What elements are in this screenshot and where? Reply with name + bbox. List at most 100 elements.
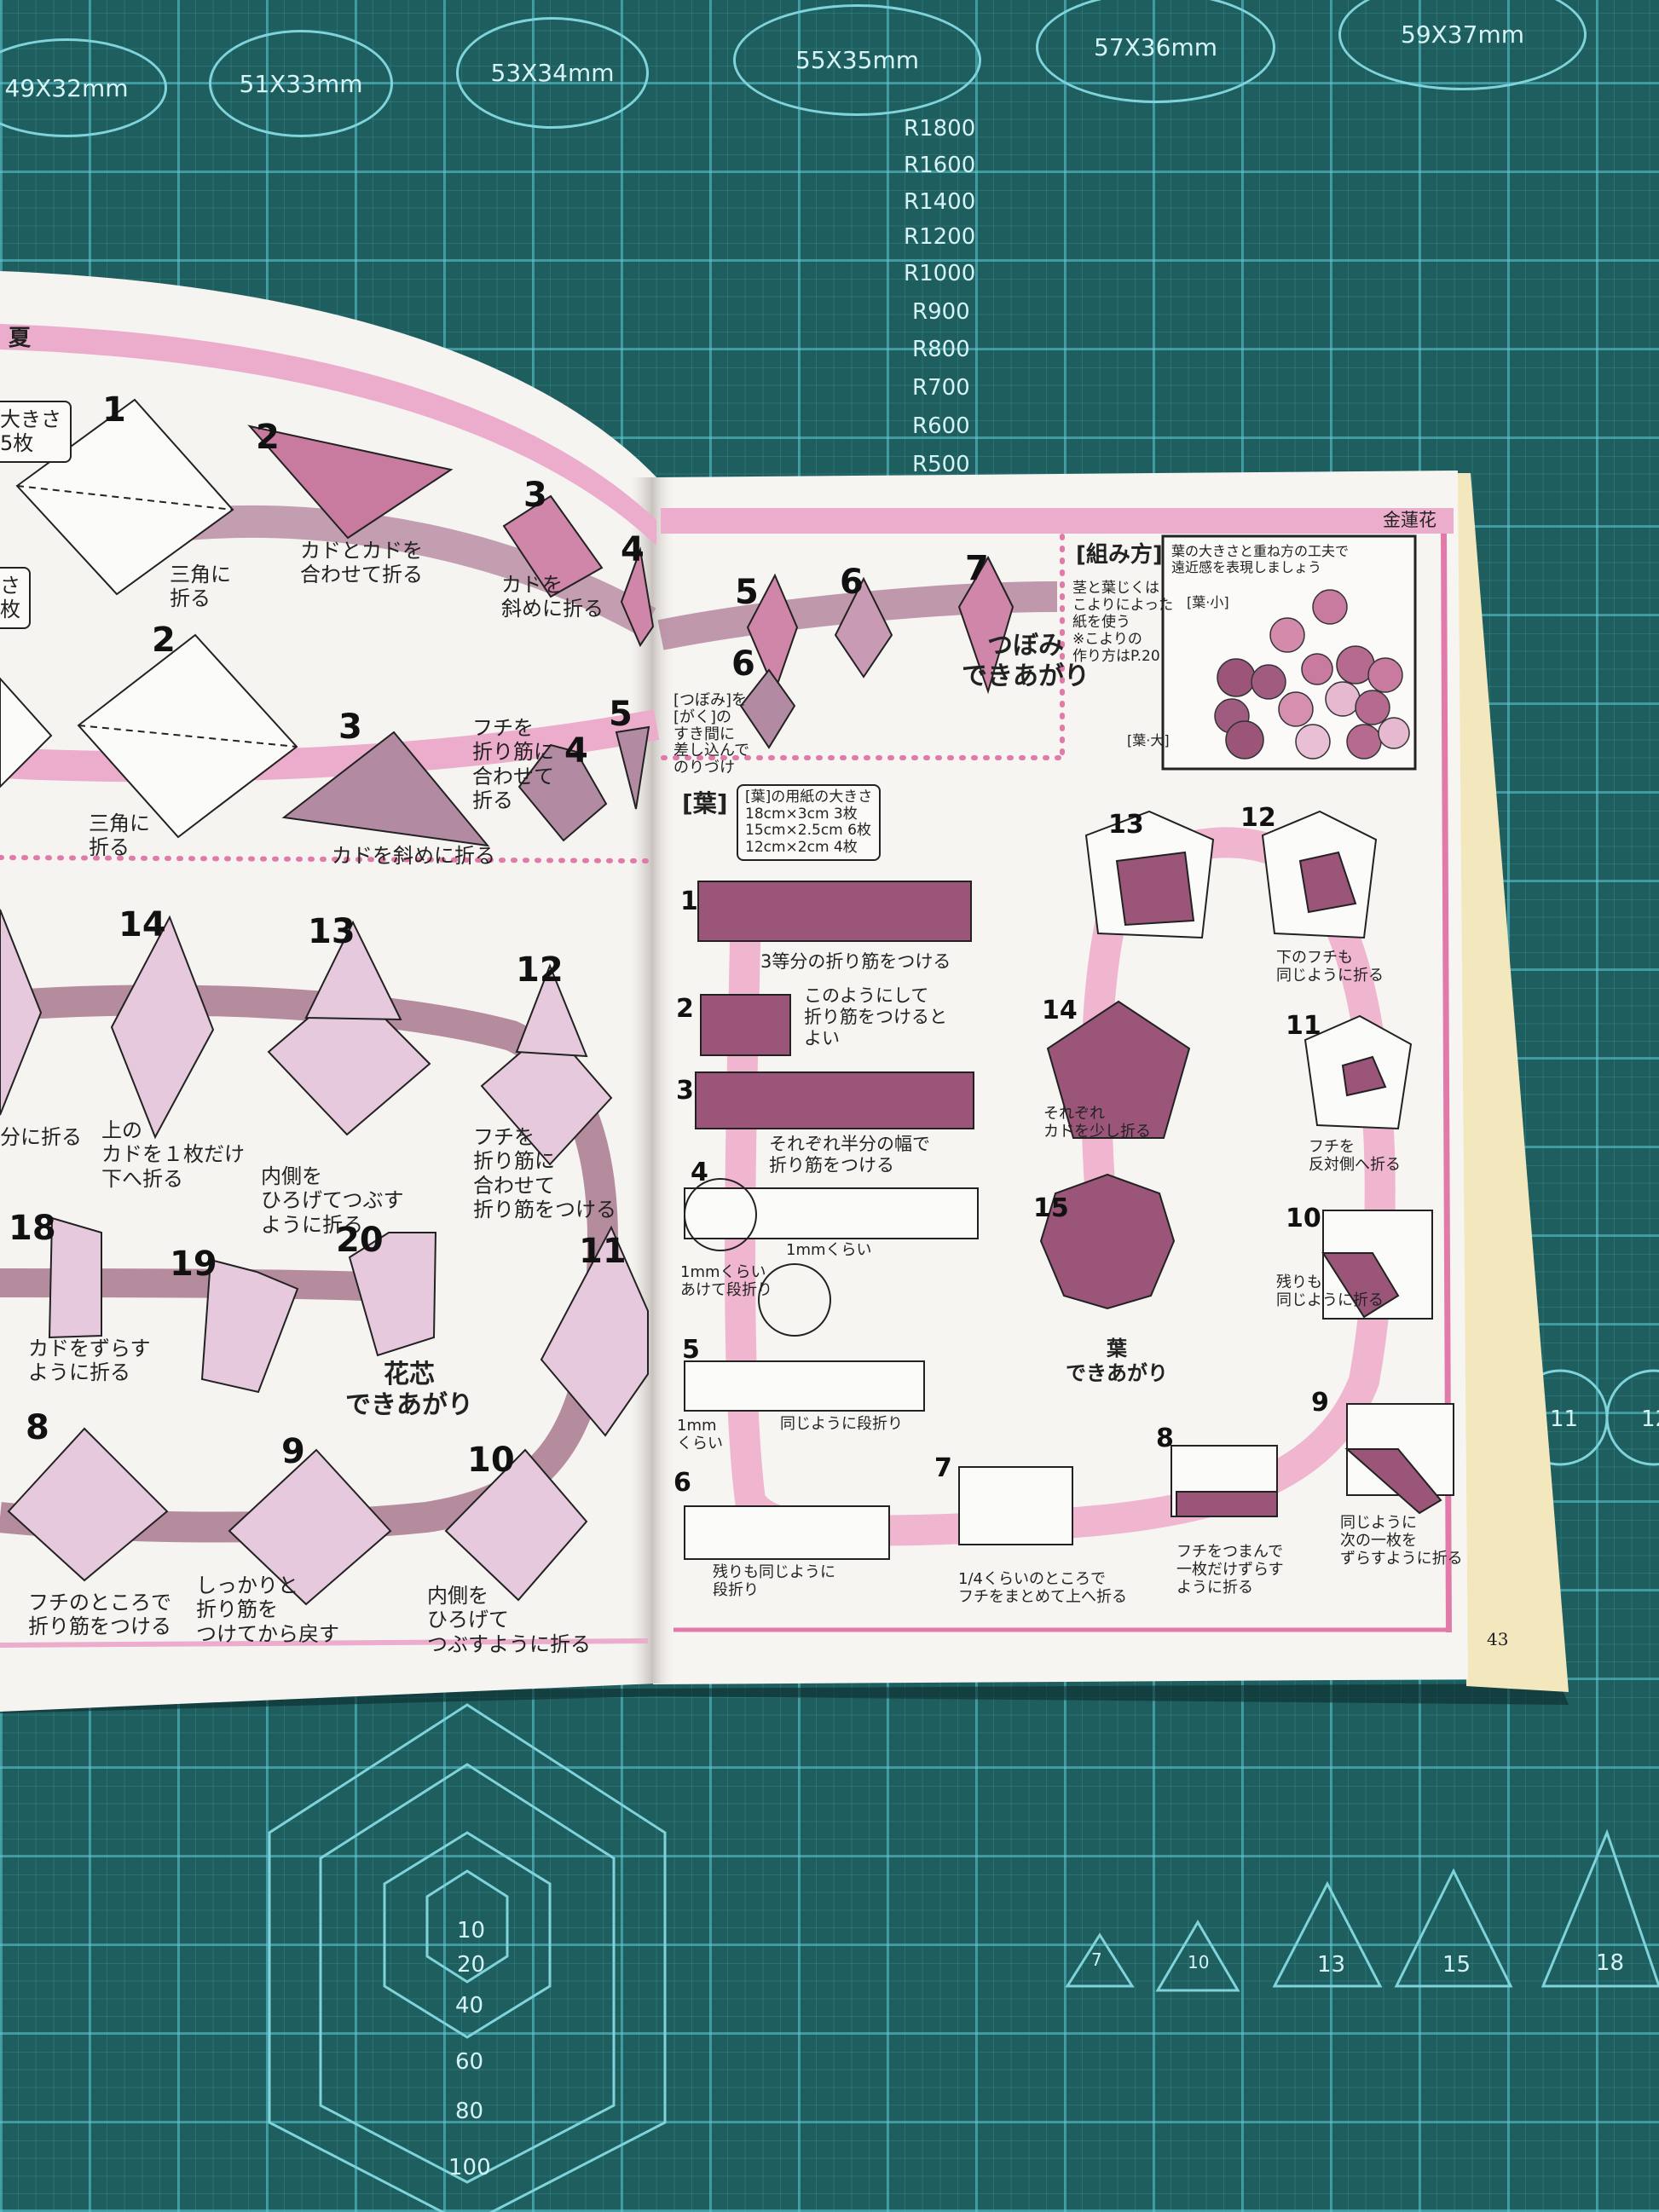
mat-triangle-label: 7: [1091, 1949, 1102, 1970]
step-detail: 1mm くらい: [677, 1417, 723, 1453]
dotted-divider: [0, 855, 650, 863]
mat-circle-label: 12: [1641, 1406, 1659, 1432]
mat-label: 51X33mm: [239, 69, 363, 98]
mat-radius-label: R1600: [904, 153, 976, 178]
mat-triangle-label: 10: [1188, 1952, 1210, 1972]
step-number: 1: [102, 390, 126, 430]
mat-size-oval: 53X34mm: [456, 17, 649, 129]
step-number: 2: [152, 621, 176, 660]
step-caption: 内側を ひろげて つぶすように折る: [427, 1584, 591, 1656]
bud-diagram: [957, 555, 1014, 695]
pleated-stack: [958, 1466, 1073, 1545]
mat-hexagon-label: 100: [448, 2155, 491, 2180]
mat-radius-label: R600: [912, 413, 970, 439]
step-number: 8: [1156, 1424, 1174, 1453]
step-number: 4: [621, 530, 645, 569]
step-number: 20: [336, 1221, 384, 1260]
leaf-strip: [697, 881, 972, 942]
step-number: 1: [680, 887, 698, 916]
step-number: 6: [731, 644, 755, 684]
paper-size-box: [葉]の用紙の大きさ 18cm×3cm 3枚 15cm×2.5cm 6枚 12c…: [737, 784, 882, 862]
diagram-preliminary-base: [502, 494, 604, 598]
mat-radius-label: R1400: [904, 189, 976, 215]
bud-diagram: [834, 576, 893, 679]
leaf-strip: [684, 1505, 890, 1560]
mat-hexagon: [268, 1703, 667, 2212]
step-caption: カドとカドを 合わせて折る: [300, 539, 423, 587]
mat-triangle-label: 15: [1442, 1952, 1471, 1978]
step-caption: このようにして 折り筋をつけると よい: [804, 985, 947, 1048]
paper-size-box: 大きさ 5枚: [0, 401, 72, 463]
step-caption: 三角に 折る: [89, 811, 150, 860]
step-number: 11: [1286, 1011, 1321, 1041]
step-caption: 1/4くらいのところで フチをまとめて上へ折る: [958, 1570, 1127, 1607]
diagram-fan: [200, 1258, 299, 1394]
diagram-step: [517, 743, 608, 842]
leaf-strip: [684, 1360, 925, 1412]
step-caption: 分に折る: [0, 1125, 82, 1149]
section-title: 金蓮花: [1383, 510, 1436, 530]
step-number: 10: [467, 1441, 515, 1480]
step-number: 12: [1240, 803, 1276, 833]
mat-triangle-label: 18: [1596, 1950, 1625, 1976]
step-caption: フチを 折り筋に 合わせて 折る: [472, 716, 554, 812]
mat-label: 59X37mm: [1401, 20, 1524, 49]
mat-circle-label: 11: [1550, 1406, 1579, 1432]
mat-label: 53X34mm: [490, 59, 615, 87]
page-edge: [1454, 473, 1569, 1692]
step-caption: 内側を ひろげてつぶす ように折る: [261, 1164, 404, 1237]
page-number: 43: [1487, 1629, 1509, 1649]
step-caption: カドを斜めに折る: [332, 844, 495, 868]
step-number: 2: [256, 418, 280, 457]
step-number: 4: [691, 1158, 708, 1187]
mat-label: 49X32mm: [4, 73, 129, 102]
assembly-title: [組み方]: [1076, 542, 1163, 568]
diagram-kite: [540, 1225, 649, 1437]
step-number: 14: [1042, 996, 1078, 1025]
step-caption: 残りも 同じように折る: [1276, 1273, 1384, 1310]
step-caption: 3等分の折り筋をつける: [760, 951, 951, 972]
step-number: 18: [9, 1209, 56, 1248]
step-caption: フチをつまんで 一枚だけずらす ように折る: [1176, 1543, 1284, 1597]
diagram-stamen: [348, 1232, 437, 1357]
diagram-triangle: [247, 424, 454, 540]
step-caption: フチのところで 折り筋をつける: [28, 1591, 171, 1639]
step-caption: 残りも同じように 段折り: [713, 1563, 835, 1600]
step-number: 13: [308, 912, 356, 951]
step-caption: カドをずらす ように折る: [28, 1337, 151, 1385]
calyx-diagram: [739, 668, 796, 749]
diagram-fan: [48, 1216, 102, 1339]
step-caption: それぞれ半分の幅で 折り筋をつける: [769, 1134, 930, 1175]
diagram-triangle: [281, 731, 490, 847]
diagram-step: [615, 725, 650, 810]
step-number: 5: [735, 573, 759, 612]
diagram-square: [7, 1427, 169, 1582]
paper-size-box: さ 枚: [0, 567, 31, 629]
composition-flowers: [1214, 589, 1410, 759]
step-number: 9: [281, 1432, 305, 1471]
step-caption: 葉 できあがり: [1066, 1337, 1168, 1385]
step-number: 6: [840, 563, 864, 602]
leaf-large-label: [葉·大]: [1127, 732, 1170, 748]
mat-size-oval: 55X35mm: [733, 4, 981, 116]
mat-hexagon-label: 10: [457, 1918, 486, 1943]
step-caption: [つぼみ]を [がく]の すき間に 差し込んで のりづけ: [673, 691, 750, 777]
mat-radius-label: R500: [912, 452, 970, 477]
mat-radius-label: R1200: [904, 224, 976, 250]
step-detail: 1mmくらい: [786, 1241, 872, 1259]
step-number: 7: [965, 549, 989, 588]
right-header-band: [661, 508, 1454, 534]
step-number: 2: [676, 994, 694, 1024]
leaf-pentagon: [1046, 1000, 1191, 1139]
step-caption: フチを 反対側へ折る: [1309, 1138, 1401, 1175]
step-number: 5: [609, 695, 633, 734]
assembly-note: 茎と葉じくは こよりによった 紙を使う ※こよりの 作り方はP.20: [1072, 580, 1174, 666]
step-number: 3: [676, 1076, 694, 1106]
mat-label: 55X35mm: [795, 46, 919, 74]
step-number: 19: [170, 1245, 217, 1284]
step-caption: フチを 折り筋に 合わせて 折り筋をつける: [473, 1125, 616, 1222]
left-header-band: [0, 324, 656, 546]
leaf-strip: [700, 994, 791, 1056]
diagram-square: [444, 1448, 588, 1602]
